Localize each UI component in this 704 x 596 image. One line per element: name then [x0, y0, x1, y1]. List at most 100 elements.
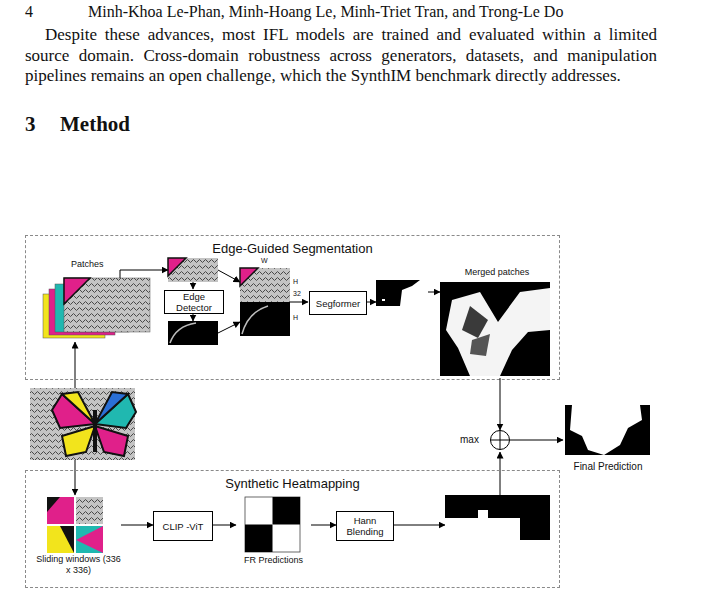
input-image: [62, 392, 95, 424]
fr-grid: [245, 497, 300, 552]
combined-input: [240, 302, 290, 336]
process-box: CLIP -ViT: [153, 511, 213, 541]
image-node: FR Predictions: [236, 496, 311, 568]
input-image: [30, 388, 135, 460]
layout-arrow: [366, 302, 376, 303]
sum-cross: [491, 431, 510, 450]
node-caption: Merged patches: [441, 267, 553, 277]
node-caption: Final Prediction: [563, 461, 653, 472]
layout-arrow: [75, 342, 76, 388]
layout-arrow: [500, 452, 501, 495]
section-title: Method: [60, 112, 130, 137]
sum-circle: max: [490, 430, 510, 450]
sliding-window-tiles: [47, 497, 60, 512]
merged-mask: [446, 288, 550, 376]
crop-image: [168, 258, 218, 282]
input-image: [95, 392, 128, 424]
sliding-window-tiles: [47, 497, 74, 524]
final-mask: [565, 405, 650, 455]
dashed-band: Edge-Guided SegmentationPatchesEdge Dete…: [25, 235, 560, 380]
node-caption: Sliding windows (336 x 336): [36, 554, 121, 576]
layout-arrow: [290, 302, 308, 303]
crop-image: [168, 258, 218, 282]
sliding-window-tiles: [47, 497, 103, 553]
layout-arrow: [428, 292, 440, 293]
flow-arrow: [311, 525, 336, 526]
layout-arrow: [120, 270, 168, 278]
layout-arrow: [193, 282, 194, 289]
layout-arrow: [120, 270, 168, 278]
sliding-window-tiles: [76, 526, 103, 553]
dimension-label: H: [293, 314, 298, 321]
merged-mask: [440, 282, 550, 376]
flow-arrow: [510, 440, 563, 441]
patch-stack: [64, 278, 90, 304]
sliding-window-tiles: [76, 526, 103, 553]
section-number: 3: [25, 112, 36, 137]
sum-symbol: [490, 430, 510, 450]
fr-grid: [273, 497, 301, 525]
dashed-band: Synthetic HeatmappingSliding windows (33…: [25, 470, 560, 588]
flow-arrow: [500, 378, 501, 430]
combined-input: [240, 268, 258, 286]
process-box: Segformer: [309, 291, 367, 315]
combined-input: [240, 268, 290, 302]
edge-map: [168, 321, 218, 345]
node-caption: Patches: [71, 259, 104, 269]
page-number: 4: [25, 3, 33, 21]
band-title: Synthetic Heatmapping: [26, 476, 559, 491]
sliding-window-tiles: [76, 497, 103, 524]
mask-image: [376, 280, 428, 306]
input-image: [95, 426, 128, 456]
fr-grid: [245, 497, 300, 552]
sum-circle-outline: [491, 431, 510, 450]
sliding-window-tiles: [60, 526, 74, 553]
patch-stack: [64, 278, 150, 332]
merged-mask: [470, 334, 490, 356]
box-label: Segformer: [314, 298, 362, 309]
edge-map: [170, 323, 196, 343]
process-box: Hann Blending: [336, 511, 394, 541]
layout-arrow: [75, 460, 76, 495]
flow-arrow: [121, 525, 153, 526]
box-label: Hann Blending: [337, 515, 393, 537]
mask-image: [400, 280, 428, 306]
patch-stack: [43, 278, 150, 338]
flow-arrow: [213, 525, 236, 526]
heatmap-image: [445, 495, 550, 565]
process-box: Edge Detector: [164, 290, 224, 314]
node-caption: FR Predictions: [236, 555, 311, 565]
merged-mask: [440, 282, 550, 376]
body-paragraph: Despite these advances, most IFL models …: [25, 25, 657, 87]
layout-arrow: [75, 342, 76, 495]
input-image: [93, 410, 97, 452]
box-label: Edge Detector: [165, 291, 223, 313]
mask-image: [382, 299, 385, 301]
image-node: Sliding windows (336 x 336): [36, 496, 121, 581]
heatmap-image: [445, 510, 550, 565]
mask-image: [376, 280, 428, 306]
node-caption: max: [460, 434, 479, 445]
layout-arrow: [218, 322, 240, 333]
combined-input: [240, 268, 290, 336]
image-node: Final Prediction: [563, 403, 653, 478]
crop-image: [168, 258, 186, 276]
layout-arrow: [218, 270, 240, 282]
fr-grid: [245, 525, 273, 553]
band-title: Edge-Guided Segmentation: [26, 241, 559, 256]
dimension-label: H: [293, 278, 298, 285]
heatmap-image: [445, 495, 550, 565]
sliding-window-tiles: [47, 526, 74, 553]
running-header: Minh-Khoa Le-Phan, Minh-Hoang Le, Minh-T…: [88, 3, 563, 21]
layout-arrow: [193, 313, 194, 321]
final-mask: [565, 405, 650, 455]
box-label: CLIP -ViT: [161, 521, 206, 532]
input-image: [30, 388, 136, 460]
input-image: [62, 426, 95, 456]
edge-map: [168, 321, 218, 345]
image-node: Patches: [41, 259, 156, 341]
dimension-label: 32: [293, 290, 301, 297]
final-mask: [570, 405, 642, 455]
